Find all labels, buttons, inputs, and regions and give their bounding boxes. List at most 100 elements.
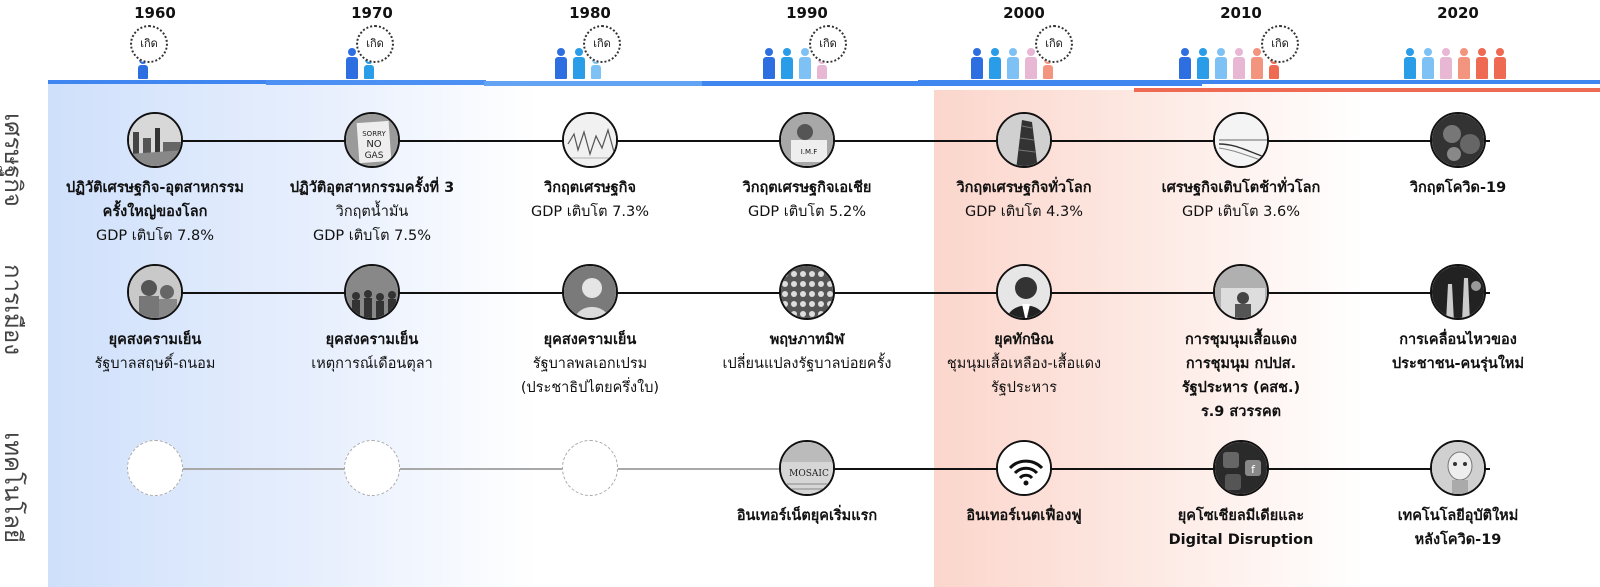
- event-title: พฤษภาทมิฬ: [769, 332, 845, 348]
- officials-photo: [127, 264, 183, 320]
- bar-segment: [266, 80, 486, 85]
- born-badge: เกิด: [809, 25, 847, 63]
- event-caption: ยุคสงครามเย็นเหตุการณ์เดือนตุลา: [252, 328, 492, 376]
- event-caption: การชุมนุมเสื้อแดงการชุมนุม กปปส. รัฐประหา…: [1121, 328, 1361, 424]
- event-caption: อินเทอร์เนตเฟื่องฟู: [904, 504, 1144, 528]
- event-title: วิกฤตเศรษฐกิจทั่วโลก: [956, 180, 1092, 196]
- event-title: ยุคทักษิณ: [994, 332, 1054, 348]
- event-caption: ปฏิวัติอุตสาหกรรมครั้งที่ 3 วิกฤตน้ำมัน GD…: [252, 176, 492, 248]
- born-badge: เกิด: [1261, 25, 1299, 63]
- era-background-red: [934, 90, 1364, 587]
- skyscraper-photo: [996, 112, 1052, 168]
- robot-photo: [1430, 440, 1486, 496]
- event-title: วิกฤตโควิด-19: [1409, 180, 1507, 196]
- politician-portrait-photo: [996, 264, 1052, 320]
- event-detail: วิกฤตน้ำมัน: [335, 204, 409, 220]
- event-caption: ยุคสงครามเย็นรัฐบาลพลเอกเปรม (ประชาธิปไตย…: [470, 328, 710, 400]
- mosaic-browser-photo: MOSAIC: [779, 440, 835, 496]
- event-title: ยุคสงครามเย็น: [325, 332, 419, 348]
- virus-photo: [1430, 112, 1486, 168]
- svg-text:GAS: GAS: [365, 151, 384, 161]
- event-detail: GDP เติบโต 5.2%: [748, 204, 866, 220]
- event-title: การเคลื่อนไหวของ: [1399, 332, 1517, 348]
- imf-protest-photo: I.M.F: [779, 112, 835, 168]
- marching-students-photo: [344, 264, 400, 320]
- event-caption: เทคโนโลยีอุบัติใหม่หลังโควิด-19: [1338, 504, 1578, 552]
- event-title: อินเทอร์เนตเฟื่องฟู: [966, 508, 1082, 524]
- event-detail: GDP เติบโต 7.8%: [96, 228, 214, 244]
- bar-segment: [484, 81, 704, 86]
- event-title: ยุคสงครามเย็น: [108, 332, 202, 348]
- born-badge: เกิด: [1035, 25, 1073, 63]
- economic-chart-photo: [562, 112, 618, 168]
- decade-year: 2020: [1437, 4, 1479, 22]
- event-title: หลังโควิด-19: [1414, 532, 1502, 548]
- bar-segment: [918, 80, 1600, 84]
- born-badge: เกิด: [583, 25, 621, 63]
- event-detail: GDP เติบโต 7.3%: [531, 204, 649, 220]
- event-detail: เปลี่ยนแปลงรัฐบาลบ่อยครั้ง: [722, 356, 892, 372]
- decade-year: 1980: [569, 4, 611, 22]
- event-detail: รัฐบาลพลเอกเปรม: [532, 356, 648, 372]
- event-caption: ปฏิวัติเศรษฐกิจ-อุตสาหกรรมครั้งใหญ่ของโล…: [35, 176, 275, 248]
- era-background-blue: [48, 82, 538, 587]
- event-title: Digital Disruption: [1168, 532, 1314, 548]
- decade-year: 1970: [351, 4, 393, 22]
- decade-year: 1990: [786, 4, 828, 22]
- coup-press-photo: [1213, 264, 1269, 320]
- event-detail: GDP เติบโต 7.5%: [313, 228, 431, 244]
- event-title: เศรษฐกิจเติบโตช้าทั่วโลก: [1161, 180, 1321, 196]
- bar-segment: [1134, 88, 1600, 92]
- event-title: ครั้งใหญ่ของโลก: [102, 204, 208, 220]
- general-portrait-photo: [562, 264, 618, 320]
- event-caption: วิกฤตโควิด-19: [1338, 176, 1578, 200]
- wifi-icon: [996, 440, 1052, 496]
- event-title: การชุมนุมเสื้อแดง: [1185, 332, 1297, 348]
- technology-line: [825, 468, 1490, 470]
- row-label-technology: เทคโนโลยี: [0, 432, 27, 544]
- event-title: รัฐประหาร (คสช.): [1181, 380, 1301, 396]
- empty-slot: [127, 440, 183, 496]
- event-title: ยุคสงครามเย็น: [543, 332, 637, 348]
- empty-slot: [344, 440, 400, 496]
- svg-text:MOSAIC: MOSAIC: [789, 469, 829, 479]
- event-detail: รัฐบาลสฤษดิ์-ถนอม: [94, 356, 216, 372]
- svg-text:NO: NO: [366, 139, 381, 150]
- event-title: อินเทอร์เน็ตยุคเริ่มแรก: [736, 508, 878, 524]
- event-caption: ยุคสงครามเย็นรัฐบาลสฤษดิ์-ถนอม: [35, 328, 275, 376]
- event-title: การชุมนุม กปปส.: [1185, 356, 1297, 372]
- event-title: ประชาชน-คนรุ่นใหม่: [1391, 356, 1525, 372]
- event-caption: วิกฤตเศรษฐกิจเอเชีย GDP เติบโต 5.2%: [687, 176, 927, 224]
- decade-year: 1960: [134, 4, 176, 22]
- factory-photo: [127, 112, 183, 168]
- event-title: วิกฤตเศรษฐกิจเอเชีย: [742, 180, 872, 196]
- event-title: ปฏิวัติเศรษฐกิจ-อุตสาหกรรม: [66, 180, 244, 196]
- technology-line-future: [155, 468, 835, 470]
- event-detail: เหตุการณ์เดือนตุลา: [311, 356, 433, 372]
- mass-protest-photo: [779, 264, 835, 320]
- bar-segment: [48, 80, 268, 84]
- svg-text:f: f: [1251, 463, 1256, 476]
- growth-chart-photo: [1213, 112, 1269, 168]
- generation-bar: [48, 80, 1600, 92]
- svg-text:SORRY: SORRY: [362, 130, 386, 138]
- empty-slot: [562, 440, 618, 496]
- protest-hands-photo: [1430, 264, 1486, 320]
- event-detail: GDP เติบโต 3.6%: [1182, 204, 1300, 220]
- event-caption: เศรษฐกิจเติบโตช้าทั่วโลก GDP เติบโต 3.6%: [1121, 176, 1361, 224]
- row-label-politics: การเมือง: [0, 264, 27, 356]
- event-detail: (ประชาธิปไตยครึ่งใบ): [520, 380, 660, 396]
- event-caption: การเคลื่อนไหวของประชาชน-คนรุ่นใหม่: [1338, 328, 1578, 376]
- decade-year: 2010: [1220, 4, 1262, 22]
- event-title: ปฏิวัติอุตสาหกรรมครั้งที่ 3: [289, 180, 455, 196]
- event-title: ร.9 สวรรคต: [1200, 404, 1282, 420]
- born-badge: เกิด: [356, 25, 394, 63]
- svg-text:I.M.F: I.M.F: [801, 148, 818, 156]
- row-label-economy: เศรษฐกิจ: [0, 113, 27, 207]
- event-detail: รัฐประหาร: [990, 380, 1058, 396]
- event-caption: พฤษภาทมิฬเปลี่ยนแปลงรัฐบาลบ่อยครั้ง: [687, 328, 927, 376]
